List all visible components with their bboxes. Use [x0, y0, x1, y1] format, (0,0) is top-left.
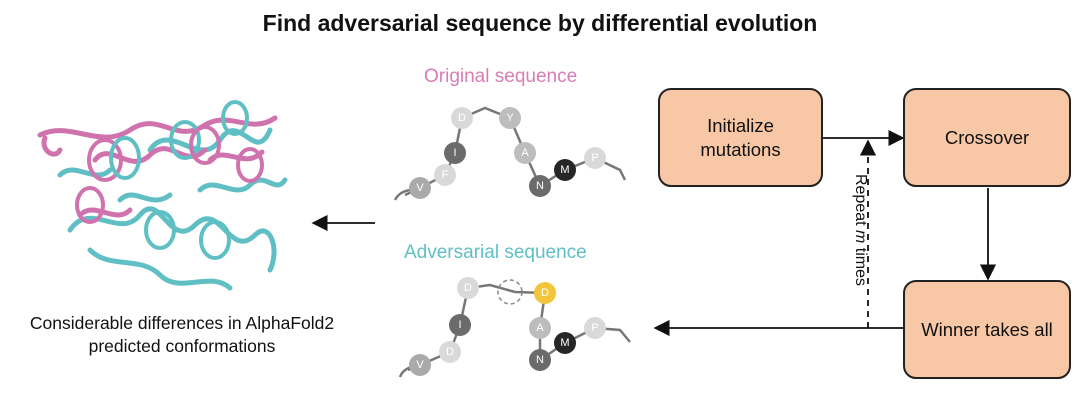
adversarial-residue-letter: V [416, 359, 424, 371]
step-initialize-label: Initialize mutations [700, 115, 781, 160]
original-residue-letter: N [536, 180, 544, 192]
repeat-m-times-label: Repeat m times [851, 174, 869, 286]
adversarial-residue-node [409, 354, 431, 376]
original-residue-letter: I [453, 147, 456, 159]
adversarial-residue-letter: N [536, 354, 544, 366]
caption-line-1: Considerable differences in AlphaFold2 [29, 313, 335, 333]
original-residue-letter: V [416, 182, 424, 194]
adversarial-residue-letter: P [591, 322, 598, 334]
original-residue-node [434, 164, 456, 186]
step-winner-label: Winner takes all [921, 318, 1053, 340]
adversarial-residue-letter: D [541, 287, 549, 299]
adversarial-residue-node [529, 317, 551, 339]
adversarial-residue-node [439, 341, 461, 363]
original-residue-letter: F [442, 169, 449, 181]
original-residue-node [514, 142, 536, 164]
structure-caption: Considerable differences in AlphaFold2 p… [12, 312, 352, 358]
adversarial-sequence-label: Adversarial sequence [404, 242, 587, 263]
step-crossover-label: Crossover [944, 126, 1030, 148]
original-residue-letter: P [591, 152, 598, 164]
adversarial-residue-node [457, 277, 479, 299]
original-residue-letter: D [458, 112, 466, 124]
original-residue-node [554, 159, 576, 181]
original-residue-letter: Y [506, 112, 514, 124]
step-initialize-mutations: Initialize mutations [658, 88, 823, 187]
diagram-title: Find adversarial sequence by differentia… [262, 10, 818, 36]
original-residue-letter: A [521, 147, 529, 159]
adversarial-residue-node [554, 332, 576, 354]
adversarial-residue-letter: D [464, 282, 472, 294]
adversarial-residue-node [529, 349, 551, 371]
repeat-text-post: times [852, 243, 869, 287]
original-residue-node [451, 107, 473, 129]
original-residue-node [499, 107, 521, 129]
step-winner-takes-all: Winner takes all [903, 280, 1071, 379]
step-crossover: Crossover [903, 88, 1071, 187]
adversarial-residue-letter: I [458, 319, 461, 331]
repeat-text-pre: Repeat [852, 173, 869, 231]
protein-helix-coils [75, 100, 264, 260]
adversarial-residue-node [449, 314, 471, 336]
original-residue-node [529, 175, 551, 197]
deleted-residue-placeholder [497, 279, 523, 305]
adversarial-residue-nodes: V D I D D A N M P [409, 277, 606, 376]
original-residue-letter: M [560, 164, 569, 176]
adversarial-residue-letter: D [446, 346, 454, 358]
adversarial-residue-letter: A [536, 322, 544, 334]
adversarial-residue-node [534, 282, 556, 304]
original-residue-node [584, 147, 606, 169]
caption-line-2: predicted conformations [88, 335, 276, 356]
original-sequence-label: Original sequence [424, 66, 578, 87]
adversarial-residue-letter: M [560, 337, 569, 349]
adversarial-residue-node [584, 317, 606, 339]
repeat-text-m: m [852, 230, 869, 244]
original-residue-node [409, 177, 431, 199]
original-residue-node [444, 142, 466, 164]
original-residue-nodes: V FI D Y A N M P [409, 107, 606, 199]
